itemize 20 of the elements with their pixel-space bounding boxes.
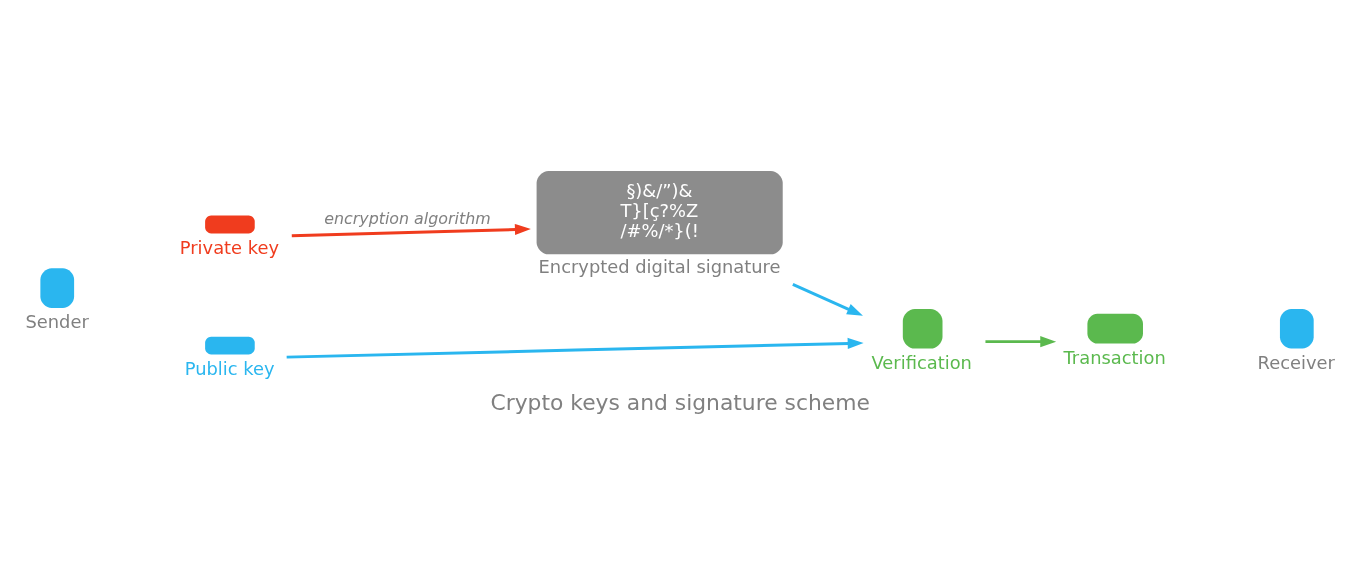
node-label: Verification — [871, 351, 972, 373]
edge-label: encryption algorithm — [324, 208, 491, 228]
node-label: Private key — [179, 236, 280, 258]
node-box — [1087, 313, 1143, 344]
node-box — [902, 308, 943, 349]
node-box — [205, 336, 255, 355]
node-box: §)&/”)& T}[ç?%Z /#%/*}(! — [536, 170, 783, 254]
node-label: Transaction — [1063, 346, 1166, 368]
node-box — [1279, 308, 1314, 349]
node-label: Sender — [25, 310, 89, 332]
node-label: Receiver — [1257, 351, 1335, 373]
node-box — [205, 215, 255, 233]
arrow — [291, 223, 531, 237]
node-box — [40, 267, 75, 308]
arrow — [985, 335, 1057, 347]
caption: Crypto keys and signature scheme — [490, 389, 870, 415]
arrow — [792, 282, 863, 316]
node-label: Public key — [184, 357, 275, 379]
arrow — [286, 337, 864, 359]
node-label: Encrypted digital signature — [538, 255, 781, 277]
